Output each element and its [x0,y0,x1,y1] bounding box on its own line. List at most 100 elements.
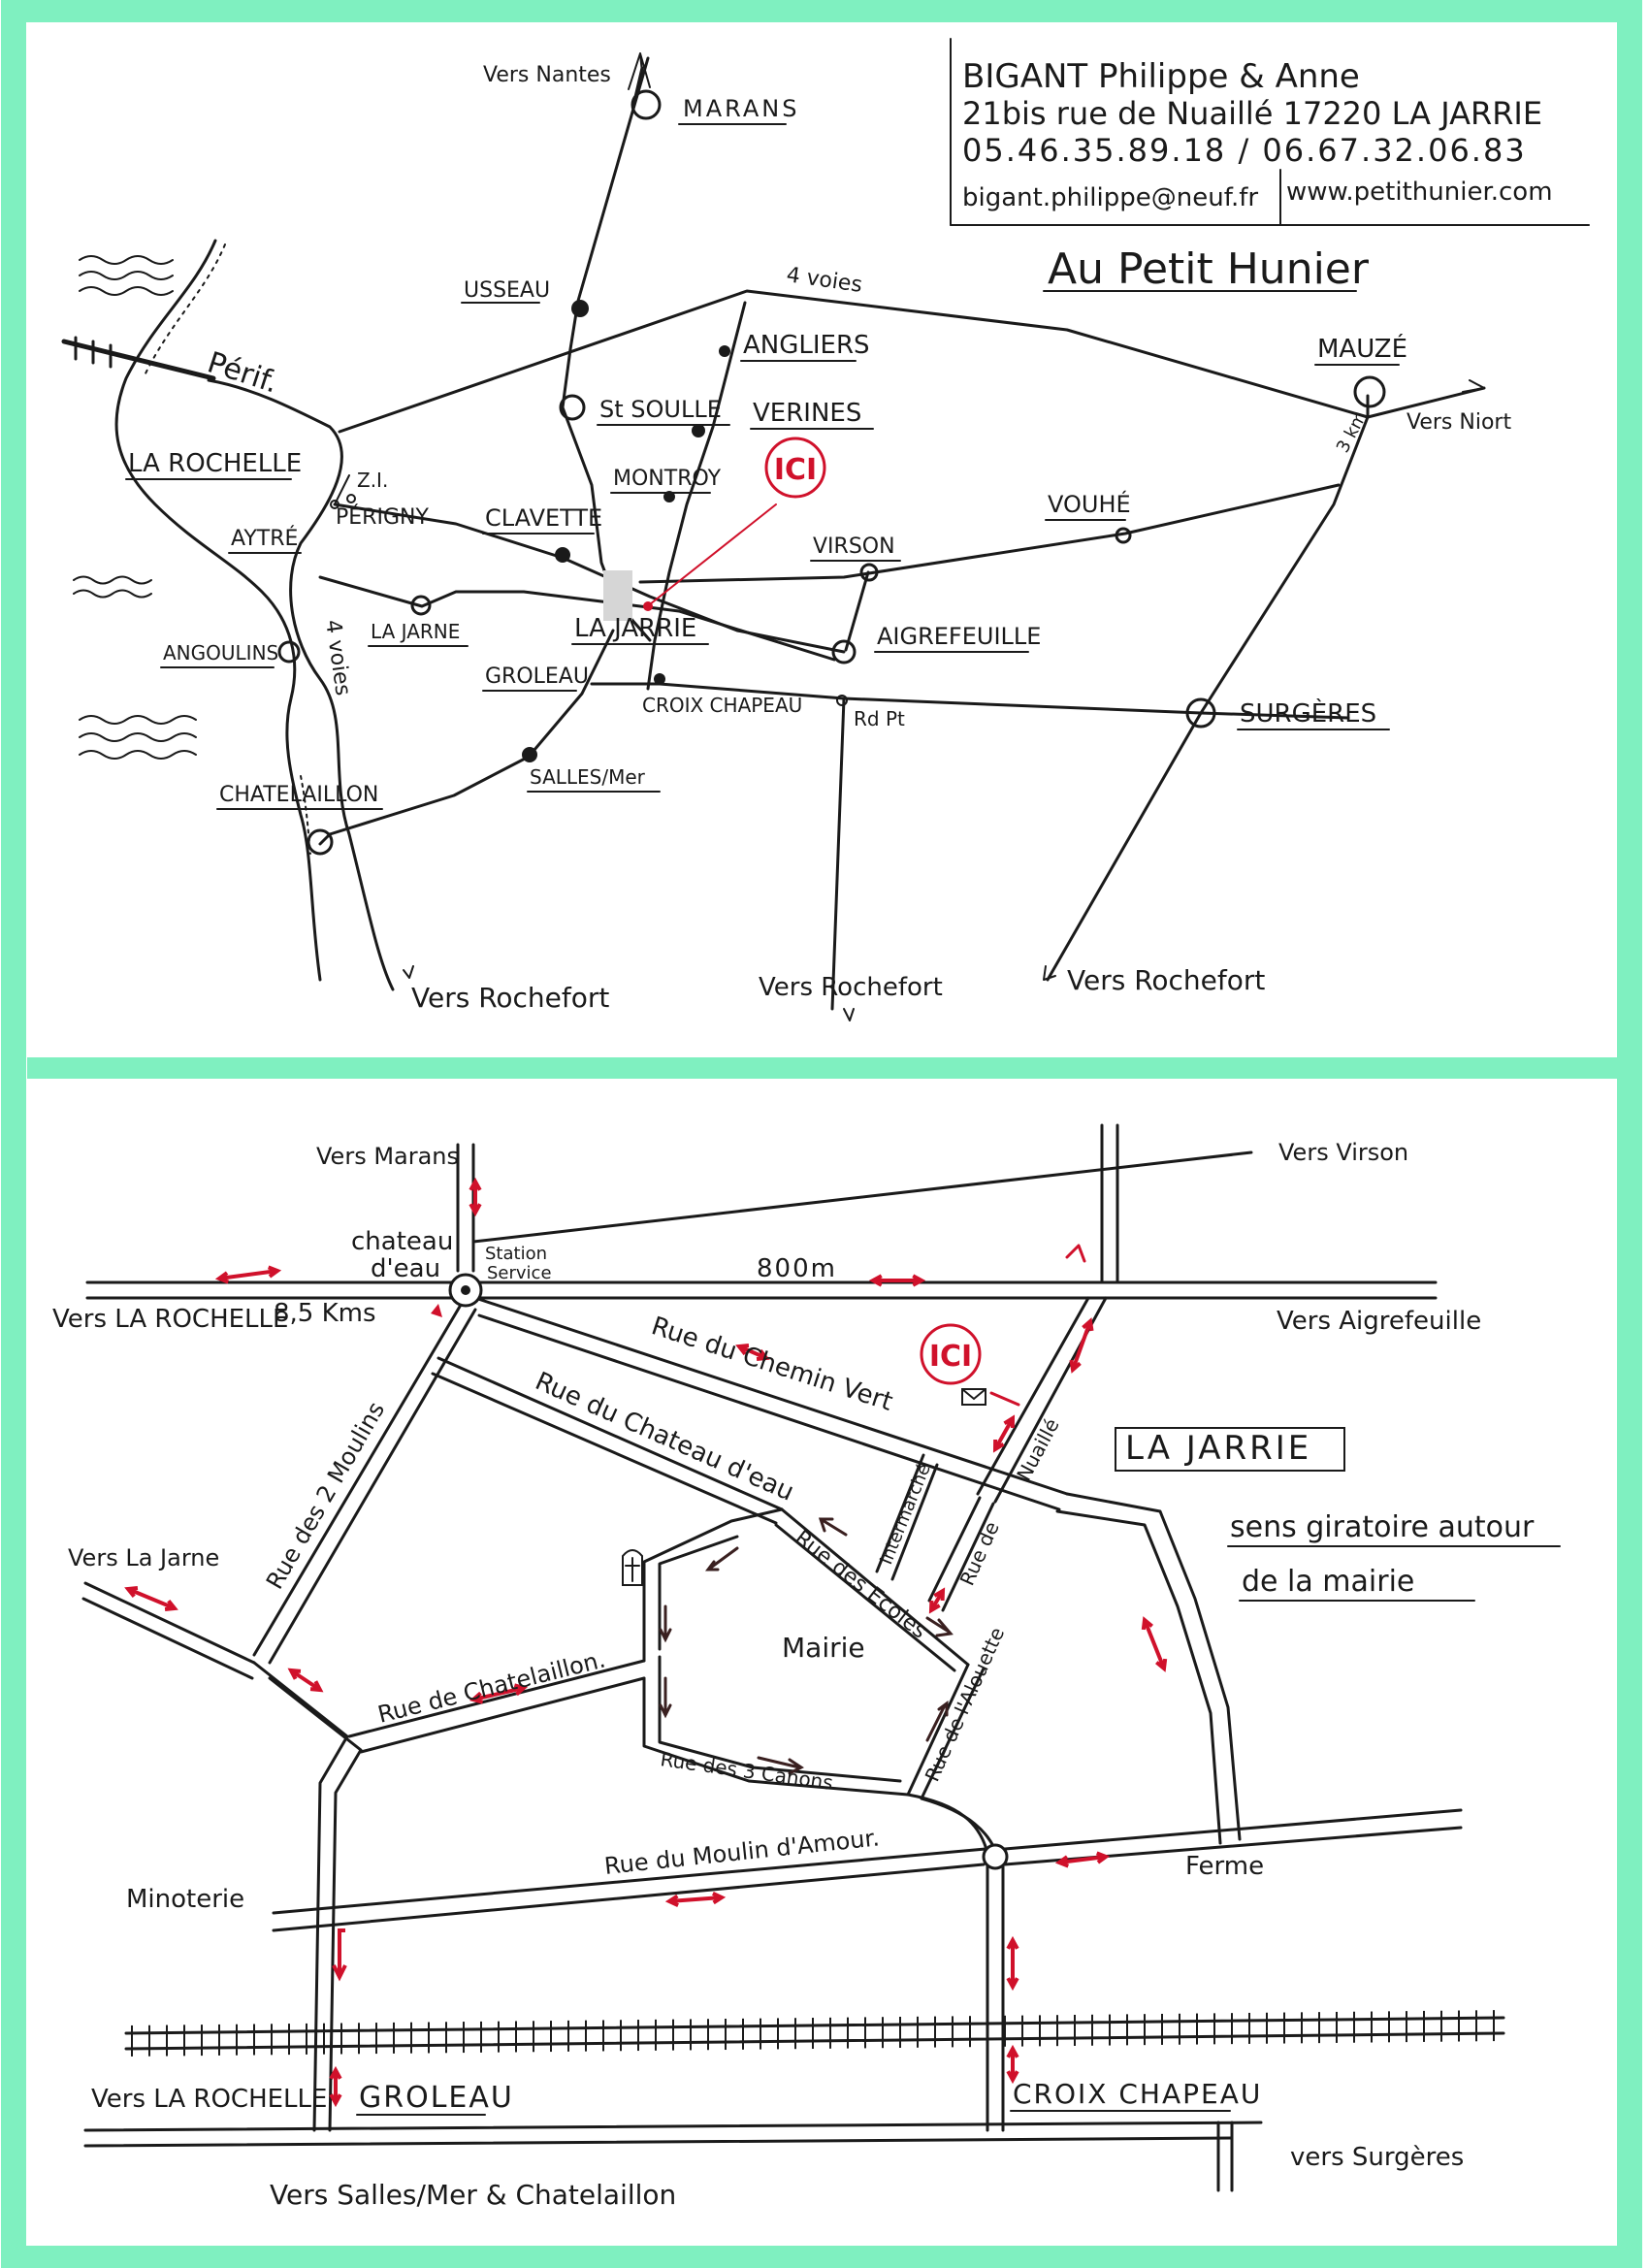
label-marans: MARANS [683,95,799,122]
top-direction-labels: Vers Nantes Vers Niort Vers Rochefort Ve… [411,63,1511,1014]
label-salles-mer: SALLES/Mer [530,765,646,789]
label-montroy: MONTROY [613,467,722,491]
bottom-here-marker: ICI [920,1323,1020,1407]
top-here-marker: ICI [643,437,826,611]
la-jarrie-highlight [603,570,632,621]
label-vers-marans: Vers Marans [316,1143,459,1170]
bottom-ici-label: ICI [929,1340,972,1374]
contact-email[interactable]: bigant.philippe@neuf.fr [962,183,1258,212]
label-la-jarne: LA JARNE [371,620,460,643]
label-vers-salles-chatelaillon: Vers Salles/Mer & Chatelaillon [270,2179,676,2211]
chateau-eau-center [461,1285,470,1295]
contact-phone: 05.46.35.89.18 / 06.67.32.06.83 [962,132,1527,169]
two-way-arrow [124,1585,178,1612]
two-way-arrow [928,1587,946,1614]
label-vers-surgeres: vers Surgères [1290,2143,1464,2172]
label-verines: VERINES [753,399,861,428]
label-800m: 800m [757,1254,837,1283]
top-direction-arrows [403,52,1485,1021]
label-angliers: ANGLIERS [743,331,870,360]
two-way-arrow [1069,1317,1094,1374]
railway-ties [131,2010,1495,2057]
two-way-arrow [469,1177,482,1217]
town-title: LA JARRIE [1125,1429,1311,1468]
contact-name: BIGANT Philippe & Anne [962,57,1360,96]
label-la-jarrie: LA JARRIE [574,614,696,643]
one-way-arrows [659,1517,954,1775]
label-8-5-kms: 8,5 Kms [274,1299,376,1328]
two-way-arrow [1006,2044,1019,2085]
label-vers-rochefort-2: Vers Rochefort [759,973,943,1002]
church-icon [622,1549,643,1586]
label-chateau-2: d'eau [371,1254,440,1283]
label-croix-chapeau: CROIX CHAPEAU [642,694,802,717]
label-vers-rochefort-1: Vers Rochefort [411,982,609,1014]
sea-waves [73,255,197,760]
bottom-underlines [356,1427,1561,2116]
contact-website[interactable]: www.petithunier.com [1286,178,1553,207]
bottom-roads [81,1123,1505,2192]
label-ferme: Ferme [1185,1852,1264,1881]
label-perigny: PÉRIGNY [336,504,429,530]
label-chatelaillon: CHATELAILLON [219,783,378,807]
label-groleau: GROLEAU [485,664,589,689]
label-aigrefeuille: AIGREFEUILLE [877,623,1041,650]
two-way-arrow [469,1683,529,1704]
label-rd-pt: Rd Pt [854,707,905,730]
croix-roundabout [982,1843,1009,1870]
two-way-arrow [287,1668,324,1693]
two-way-arrow [1141,1616,1168,1672]
note-line-2: de la mairie [1242,1565,1414,1599]
label-vers-nantes: Vers Nantes [483,63,611,87]
contact-box: BIGANT Philippe & Anne 21bis rue de Nuai… [950,38,1590,226]
label-virson: VIRSON [813,535,895,559]
label-croix-chapeau: CROIX CHAPEAU [1013,2078,1262,2110]
label-zi: Z.I. [357,469,388,492]
label-chateau-1: chateau [351,1227,453,1256]
two-way-arrow [1054,1851,1111,1868]
label-vers-aigrefeuille: Vers Aigrefeuille [1277,1307,1481,1336]
two-way-arrow [664,1892,727,1907]
two-way-arrow [214,1265,282,1284]
frame-divider [27,1057,1618,1079]
top-place-labels: MARANS USSEAU ANGLIERS St SOULLE VERINES… [128,95,1407,807]
label-mauze: MAUZÉ [1317,333,1407,364]
top-ici-label: ICI [774,453,817,487]
note-line-1: sens giratoire autour [1230,1510,1535,1544]
railway-top-left [61,336,216,381]
label-vers-virson: Vers Virson [1278,1139,1408,1166]
turn-arrow [332,1928,347,1982]
label-vers-la-rochelle-top: Vers LA ROCHELLE [52,1305,288,1334]
label-station-2: Service [487,1263,552,1283]
top-town-markers [277,89,1386,856]
label-vouhe: VOUHÉ [1048,490,1131,518]
bottom-labels: Vers Marans Vers Virson chateau d'eau St… [52,1139,1535,2211]
label-usseau: USSEAU [464,278,550,303]
two-way-arrow [1006,1935,1019,1992]
label-angoulins: ANGOULINS [163,641,278,664]
label-vers-rochefort-3: Vers Rochefort [1067,964,1265,996]
two-way-arrow [329,2065,342,2108]
two-way-arrow [992,1414,1016,1453]
top-label-underlines [125,123,1400,810]
traffic-arrows [124,1177,1168,2108]
label-mairie: Mairie [782,1632,865,1664]
label-groleau: GROLEAU [359,2081,514,2115]
label-la-rochelle: LA ROCHELLE [128,449,302,478]
flag-markers [431,1244,1086,1317]
label-minoterie: Minoterie [126,1885,244,1914]
two-way-arrow [868,1274,926,1287]
label-vers-la-jarne: Vers La Jarne [68,1544,219,1571]
top-map: BIGANT Philippe & Anne 21bis rue de Nuai… [61,38,1590,1021]
label-vers-niort: Vers Niort [1406,410,1511,435]
contact-address: 21bis rue de Nuaillé 17220 LA JARRIE [962,95,1542,132]
label-station-1: Station [485,1244,547,1264]
label-st-souelle: St SOULLE [599,396,722,423]
label-clavette: CLAVETTE [485,504,602,532]
two-way-arrow [735,1344,770,1361]
label-aytre: AYTRÉ [231,526,298,551]
label-surgeres: SURGÈRES [1240,697,1376,729]
label-vers-la-rochelle-bottom: Vers LA ROCHELLE [91,2085,327,2114]
